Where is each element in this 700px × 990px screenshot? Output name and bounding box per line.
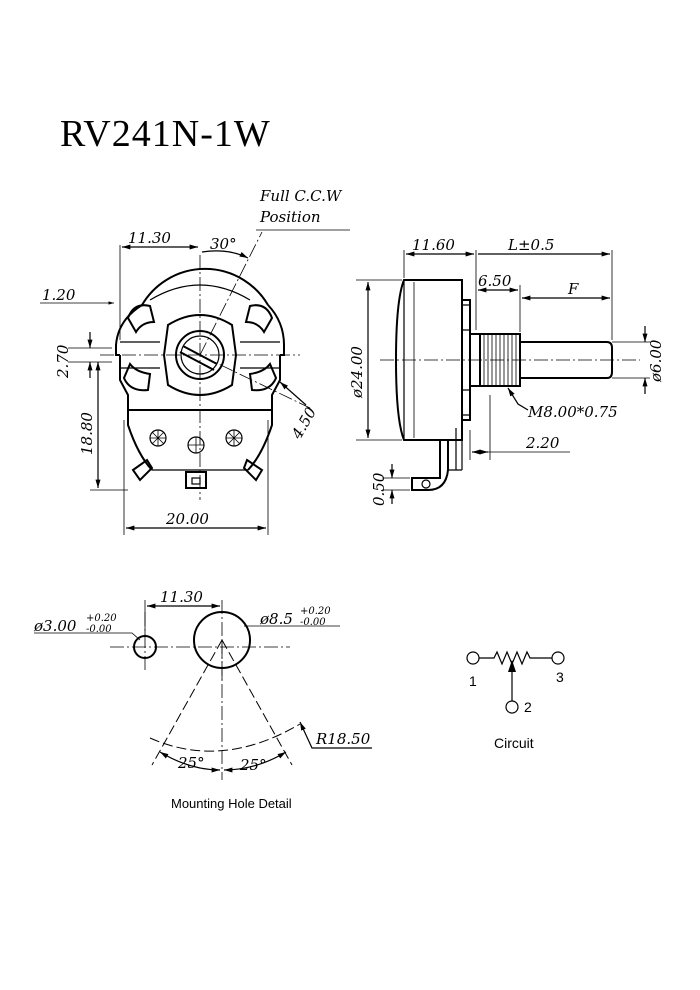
mount-large-tol-minus: -0.00 [300, 617, 326, 628]
mount-small-hole-label: ø3.00 [33, 617, 77, 635]
dim-side-shaft-dia: ø6.00 [647, 339, 665, 383]
front-terminal-3 [225, 429, 243, 447]
front-slot-right-bot [248, 362, 278, 392]
front-terminal-1 [149, 429, 167, 447]
side-terminal [411, 440, 449, 491]
mount-large-tol-plus: +0.20 [300, 606, 331, 617]
front-lug-2 [185, 471, 207, 489]
dim-bottom-width: 20.00 [165, 510, 209, 528]
note-full-ccw: Full C.C.W [259, 187, 343, 205]
side-view: 11.60 L±0.5 6.50 F ø24.00 ø6.00 M8.00*0.… [348, 236, 665, 506]
front-view: 11.30 30° Full C.C.W Position 1.20 2.70 … [40, 187, 350, 535]
drawing-title: RV241N-1W [60, 113, 271, 155]
circuit-pin1: 1 [469, 673, 477, 689]
dim-side-bushing: 6.50 [478, 272, 512, 290]
mount-angle-left: 25° [177, 754, 205, 772]
front-terminal-2 [187, 436, 205, 454]
dim-side-diameter: ø24.00 [348, 346, 366, 399]
front-slot-left-bot [122, 362, 152, 392]
mount-radius: R18.50 [315, 730, 371, 748]
dim-side-shaft: F [567, 280, 579, 298]
front-slot-right-top [244, 304, 274, 334]
circuit-pin3-circle [551, 651, 565, 665]
dim-width-top: 11.30 [128, 229, 171, 247]
circuit-pin2-circle [505, 700, 519, 714]
mount-angle-right: 25° [239, 756, 267, 774]
front-nut [162, 314, 238, 396]
front-slot-left-top [126, 304, 156, 334]
dim-side-thickness: 0.50 [370, 472, 388, 506]
front-lug-1 [131, 458, 154, 482]
mount-caption: Mounting Hole Detail [171, 796, 292, 811]
circuit-diagram: 1 3 2 Circuit [466, 650, 565, 751]
circuit-caption: Circuit [494, 735, 534, 751]
dim-side-thread: M8.00*0.75 [527, 403, 618, 421]
dim-side-length: L±0.5 [507, 236, 554, 254]
side-body [394, 279, 463, 441]
front-lug-3 [242, 458, 264, 482]
dim-left-height: 18.80 [78, 412, 96, 455]
mount-small-tol-plus: +0.20 [86, 613, 117, 624]
note-position: Position [259, 208, 321, 226]
front-body-arc [141, 267, 269, 306]
circuit-pin1-circle [466, 651, 480, 665]
mount-spacing: 11.30 [160, 588, 203, 606]
dim-left-top: 1.20 [42, 286, 76, 304]
dim-radius: 4.50 [287, 404, 320, 443]
front-terminal-plate [127, 409, 273, 471]
dim-angle-30: 30° [210, 235, 237, 253]
dim-left-mid: 2.70 [54, 344, 72, 379]
circuit-resistor [479, 650, 552, 666]
dim-side-lug: 2.20 [525, 434, 560, 452]
dim-side-body: 11.60 [412, 236, 455, 254]
mount-large-hole-label: ø8.5 [259, 610, 293, 628]
circuit-pin3: 3 [556, 669, 564, 685]
mounting-detail: 11.30 ø3.00 +0.20 -0.00 ø8.5 +0.20 -0.00… [33, 588, 372, 811]
circuit-pin2: 2 [524, 699, 532, 715]
mount-small-tol-minus: -0.00 [86, 624, 112, 635]
